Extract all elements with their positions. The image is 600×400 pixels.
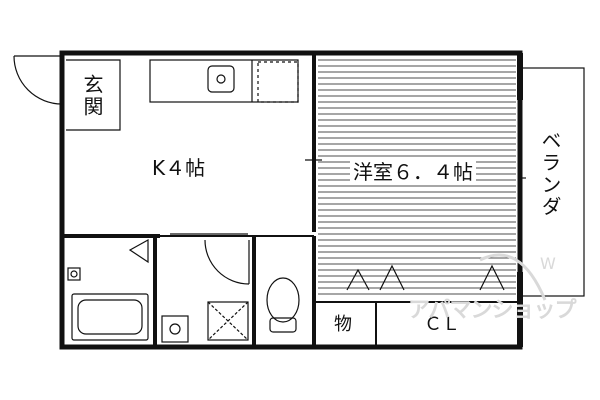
washing-machine-pan [207, 301, 249, 341]
veranda-area [519, 67, 585, 297]
entrance-partition [66, 59, 121, 131]
entrance-door [13, 55, 63, 105]
wash-basin [161, 315, 189, 343]
floor-stripes [318, 59, 516, 295]
watermark-mark [479, 253, 547, 301]
sink [207, 65, 235, 93]
toilet [266, 277, 300, 323]
room-label-kitchen: K４帖 [152, 156, 206, 180]
room-label-western-room: 洋室６．４帖 [350, 160, 476, 184]
fridge-space [257, 61, 299, 103]
bathtub [71, 293, 149, 341]
bath-fixture [67, 267, 81, 281]
room-label-storage: 物 [334, 314, 352, 335]
watermark-mark-letter: W [540, 254, 556, 273]
room-label-entrance: 玄関 [80, 74, 104, 118]
room-label-veranda: ベランダ [538, 130, 562, 218]
kitchen-counter [149, 59, 299, 103]
watermark-brand: アパマンショップ [408, 298, 577, 323]
room-label-closet: ＣＬ [424, 314, 460, 335]
washroom-door [204, 239, 250, 285]
